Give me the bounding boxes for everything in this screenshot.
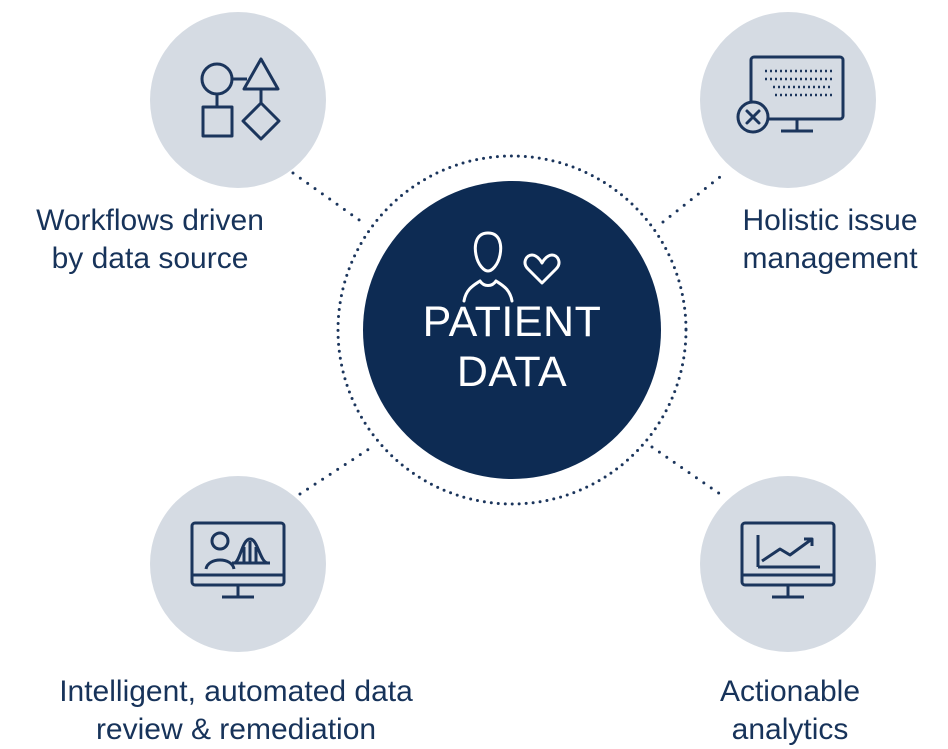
monitor-trend-chart-icon xyxy=(740,521,836,599)
connector-analytics xyxy=(650,445,722,496)
label-issues: Holistic issue management xyxy=(715,202,945,278)
node-workflows xyxy=(150,12,326,188)
label-analytics-line-2: analytics xyxy=(731,713,849,746)
label-workflows-line-1: Workflows driven xyxy=(36,204,264,237)
monitor-error-icon xyxy=(736,55,845,134)
label-analytics-line-1: Actionable xyxy=(719,675,861,708)
label-issues-line-1: Holistic issue xyxy=(742,204,918,237)
label-analytics: Actionable analytics xyxy=(680,673,900,749)
label-review: Intelligent, automated data review & rem… xyxy=(12,673,460,749)
center-title-line-1: PATIENT xyxy=(422,298,602,346)
connector-review xyxy=(298,445,374,496)
node-review xyxy=(150,476,326,652)
center-title: PATIENT DATA xyxy=(423,297,602,397)
node-analytics xyxy=(700,476,876,652)
label-workflows: Workflows driven by data source xyxy=(12,202,288,278)
patient-heart-icon xyxy=(462,231,561,303)
connector-workflows xyxy=(291,171,364,224)
label-review-line-1: Intelligent, automated data xyxy=(59,675,413,708)
label-issues-line-2: management xyxy=(742,242,918,275)
center-title-line-2: DATA xyxy=(456,348,568,396)
flowchart-shapes-icon xyxy=(200,57,281,141)
center-node: PATIENT DATA xyxy=(363,181,661,479)
monitor-patient-chart-icon xyxy=(190,521,286,599)
label-review-line-2: review & remediation xyxy=(95,713,377,746)
label-workflows-line-2: by data source xyxy=(51,242,249,275)
node-issues xyxy=(700,12,876,188)
dotted-ring xyxy=(336,154,688,506)
